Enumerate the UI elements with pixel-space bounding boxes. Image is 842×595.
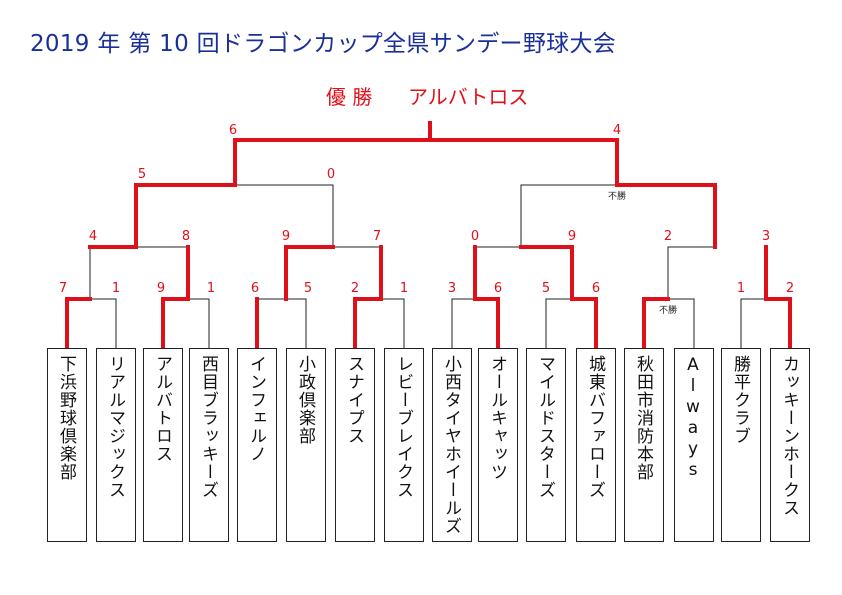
score-label: 4 bbox=[89, 229, 97, 244]
team-box: 西目ブラッキーズ bbox=[189, 348, 229, 542]
team-name: レビーブレイクス bbox=[393, 355, 413, 499]
score-label: 6 bbox=[251, 281, 259, 296]
score-label: 2 bbox=[351, 281, 359, 296]
score-label: 6 bbox=[229, 123, 237, 138]
score-labels: 7 1 9 1 6 5 2 1 3 6 5 6 1 2 4 8 9 7 0 9 2 3 5 0 6 4 bbox=[59, 123, 794, 296]
score-label: 1 bbox=[737, 281, 745, 296]
score-label: 9 bbox=[157, 281, 165, 296]
team-name: 小西タイヤホイールズ bbox=[441, 355, 461, 535]
score-label: 2 bbox=[786, 281, 794, 296]
team-box: 小政倶楽部 bbox=[286, 348, 326, 542]
score-label: 8 bbox=[182, 229, 190, 244]
forfeit-note: 不勝 bbox=[608, 190, 626, 202]
forfeit-note: 不勝 bbox=[659, 304, 677, 316]
score-label: 4 bbox=[613, 123, 621, 138]
score-label: 1 bbox=[112, 281, 120, 296]
score-label: 0 bbox=[471, 229, 479, 244]
team-box: リアルマジックス bbox=[96, 348, 136, 542]
team-name: 勝平クラブ bbox=[730, 355, 750, 445]
page-title: 2019 年 第 10 回ドラゴンカップ全県サンデー野球大会 bbox=[30, 31, 617, 57]
score-label: 5 bbox=[138, 167, 146, 182]
team-name: アルバトロス bbox=[152, 355, 172, 463]
score-label: 5 bbox=[542, 281, 550, 296]
team-box: 城東バファローズ bbox=[576, 348, 616, 542]
bracket-thin-lines bbox=[89, 139, 767, 349]
team-name: マイルドスターズ bbox=[535, 355, 555, 499]
score-label: 2 bbox=[664, 229, 672, 244]
score-label: 9 bbox=[568, 229, 576, 244]
score-label: 1 bbox=[400, 281, 408, 296]
team-box: オールキャッツ bbox=[478, 348, 518, 542]
team-box: アルバトロス bbox=[143, 348, 183, 542]
team-name: オールキャッツ bbox=[487, 355, 507, 481]
team-name: 城東バファローズ bbox=[585, 355, 605, 499]
score-label: 3 bbox=[448, 281, 456, 296]
champion-label: 優 勝 bbox=[326, 85, 372, 109]
team-box: レビーブレイクス bbox=[384, 348, 424, 542]
team-box: カッキーンホークス bbox=[770, 348, 810, 542]
team-name: 小政倶楽部 bbox=[295, 355, 315, 445]
team-box: マイルドスターズ bbox=[526, 348, 566, 542]
team-name: 下浜野球倶楽部 bbox=[56, 355, 76, 481]
team-box: 下浜野球倶楽部 bbox=[47, 348, 87, 542]
team-name: 西目ブラッキーズ bbox=[198, 355, 218, 499]
score-label: 0 bbox=[327, 167, 335, 182]
score-label: 1 bbox=[207, 281, 215, 296]
team-box: 小西タイヤホイールズ bbox=[432, 348, 472, 542]
score-label: 5 bbox=[304, 281, 312, 296]
score-label: 6 bbox=[494, 281, 502, 296]
score-label: 7 bbox=[59, 281, 67, 296]
team-name: カッキーンホークス bbox=[779, 355, 799, 517]
team-box: Always bbox=[674, 348, 714, 542]
score-label: 9 bbox=[282, 229, 290, 244]
team-box: スナイプス bbox=[335, 348, 375, 542]
score-label: 6 bbox=[592, 281, 600, 296]
champion-name: アルバトロス bbox=[408, 85, 528, 109]
team-box: 秋田市消防本部 bbox=[624, 348, 664, 542]
team-name: リアルマジックス bbox=[105, 355, 125, 499]
team-name: スナイプス bbox=[344, 355, 364, 445]
team-box: 勝平クラブ bbox=[721, 348, 761, 542]
team-name: 秋田市消防本部 bbox=[633, 355, 653, 481]
team-name: インフェルノ bbox=[246, 355, 266, 463]
score-label: 7 bbox=[373, 229, 381, 244]
team-box: インフェルノ bbox=[237, 348, 277, 542]
bracket-winner-lines bbox=[65, 121, 792, 350]
score-label: 3 bbox=[762, 229, 770, 244]
team-name: Always bbox=[683, 355, 703, 481]
